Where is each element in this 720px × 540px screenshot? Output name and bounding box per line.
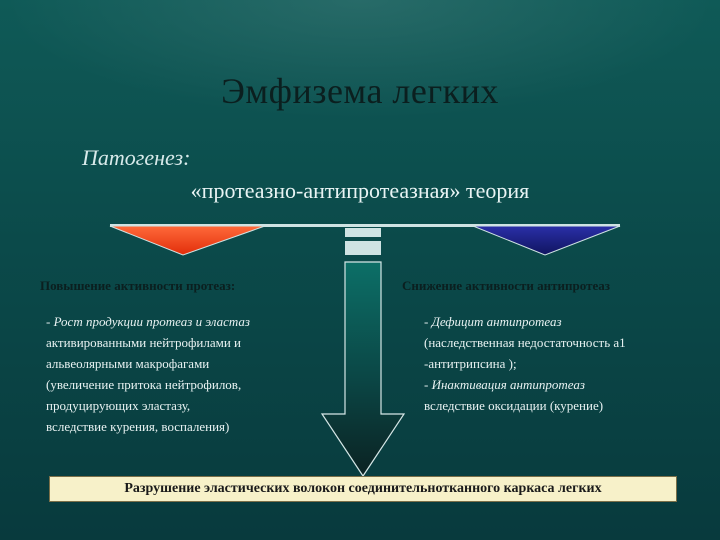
left-line-2: активированными нейтрофилами и — [46, 335, 242, 350]
left-line-6: вследствие курения, воспаления) — [46, 419, 230, 434]
left-line-3: альвеолярными макрофагами — [46, 356, 210, 371]
balance-pivot-top — [345, 228, 381, 237]
right-line-2: (наследственная недостаточность а1 — [424, 335, 626, 350]
right-weight-triangle — [472, 225, 621, 256]
conclusion-box: Разрушение эластических волокон соединит… — [49, 476, 677, 502]
right-line-1: - Дефицит антипротеаз — [424, 314, 562, 329]
right-list: - Дефицит антипротеаз (наследственная не… — [424, 311, 704, 416]
balance-beam — [110, 224, 620, 227]
right-line-4: - Инактивация антипротеаз — [424, 377, 585, 392]
right-heading: Снижение активности антипротеаз — [402, 278, 610, 293]
left-line-4: (увеличение притока нейтрофилов, — [46, 377, 242, 392]
left-line-5: продуцирующих эластазу, — [46, 398, 191, 413]
right-line-3: -антитрипсина ); — [424, 356, 517, 371]
background-glow — [0, 0, 720, 120]
slide-title: Эмфизема легких — [221, 71, 499, 111]
left-heading: Повышение активности протеаз: — [40, 278, 236, 293]
left-weight-triangle — [109, 225, 266, 256]
left-line-1: - Рост продукции протеаз и эластаз — [46, 314, 250, 329]
theory-title: «протеазно-антипротеазная» теория — [190, 178, 530, 203]
balance-pivot-middle — [345, 241, 381, 255]
pathogenesis-label: Патогенез: — [82, 145, 191, 170]
left-list: - Рост продукции протеаз и эластаз актив… — [46, 311, 346, 437]
down-arrow — [320, 261, 406, 478]
right-line-5: вследствие оксидации (курение) — [424, 398, 604, 413]
